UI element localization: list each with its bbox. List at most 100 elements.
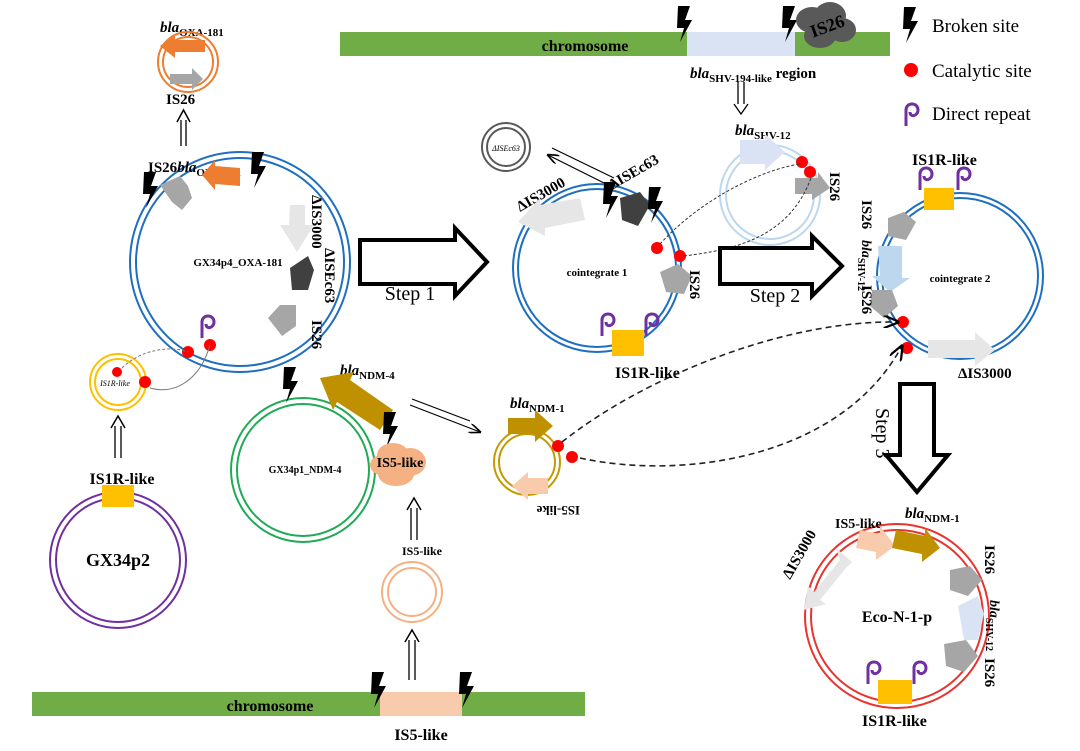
is5-like-cloud-label: IS5-like [377, 456, 424, 471]
direct-repeat-icon [200, 314, 216, 340]
catalytic-site-icon [796, 156, 808, 168]
is3000-gene-arrow [518, 198, 585, 236]
oxa181-gene-arrow [202, 160, 240, 190]
gx34p2-label: GX34p2 [86, 550, 150, 570]
is26-gene-arrow [160, 176, 192, 210]
cointegrate2-label: cointegrate 2 [930, 273, 991, 285]
cointegrate2-plasmid: cointegrate 2 IS1R-like IS26 blaSHV-12 I… [855, 152, 1044, 382]
is1r-like-circle: IS1R-like [89, 344, 211, 458]
step2-arrow: Step 2 [718, 231, 845, 307]
ndm1-gene-arrow [892, 528, 940, 562]
broken-site-icon [251, 152, 266, 188]
gx34p1-label: GX34p1_NDM-4 [269, 465, 342, 476]
catalytic-site-icon [897, 316, 909, 328]
catalytic-site-icon [904, 63, 918, 77]
is5-like-cloud-icon: IS5-like [370, 443, 426, 486]
is1r-like-box [878, 680, 912, 704]
up-arrow-icon [176, 108, 191, 123]
is3000-gene-arrow [928, 332, 995, 366]
is5-like-small-label: IS5-like [402, 544, 443, 558]
c2-is26-top-label: IS26 [858, 200, 874, 230]
up-arrow-icon [406, 496, 422, 511]
shv-is26-label: IS26 [826, 172, 842, 202]
step2-label: Step 2 [750, 285, 801, 307]
shv-region-box [687, 32, 795, 56]
is26-gene-arrow [268, 305, 296, 336]
is26-gene-arrow [888, 212, 916, 240]
catalytic-site-icon [651, 242, 663, 254]
c1-is1r-like-label: IS1R-like [615, 365, 680, 382]
ndm4-label: blaNDM-4 [340, 363, 395, 382]
gx34p4-plasmid: GX34p4_OXA-181 IS26blaOXA-181 ΔIS3000 ΔI… [129, 151, 351, 373]
step1-arrow: Step 1 [358, 222, 490, 305]
chromosome-label-bottom: chromosome [227, 698, 314, 715]
bottom-chromosome: chromosome IS5-like [32, 672, 585, 744]
is26-gene-arrow [170, 68, 203, 90]
ndm1-circle: blaNDM-1 IS5-like [493, 322, 902, 518]
c2-is3000-label: ΔIS3000 [958, 366, 1012, 382]
eco-is26-top-label: IS26 [981, 545, 997, 575]
gx34p1-plasmid: GX34p1_NDM-4 blaNDM-4 IS5-like [230, 363, 480, 543]
c2-is26-bottom-label: IS26 [858, 285, 874, 315]
chromosome-bar [340, 32, 890, 56]
broken-site-icon [903, 7, 918, 43]
top-chromosome: chromosome IS26 blaSHV-194-like region [340, 2, 890, 116]
is1r-like-label: IS1R-like [90, 471, 155, 488]
up-arrow-icon [404, 628, 420, 643]
c2-is1r-like-label: IS1R-like [912, 152, 977, 169]
eco-label: Eco-N-1-p [862, 609, 932, 626]
oxa181-gene-arrow [160, 34, 205, 58]
is5-like-circle: IS5-like [381, 544, 443, 680]
catalytic-site-icon [566, 451, 578, 463]
is3000-gene-arrow [280, 205, 314, 252]
direct-repeat-icon [904, 102, 920, 128]
eco-ndm1-label: blaNDM-1 [905, 506, 960, 525]
d-isec63-label: ΔISEc63 [321, 248, 337, 303]
is3000-gene-arrow [804, 548, 852, 610]
catalytic-site-icon [552, 440, 564, 452]
shv12-label: blaSHV-12 [735, 123, 791, 142]
step3-arrow: Step 3 [871, 382, 953, 496]
direct-repeat-icon [918, 166, 934, 192]
is1r-like-box [102, 485, 134, 507]
is5-like-gene-arrow [512, 472, 548, 500]
oxa181-label-top: blaOXA-181 [160, 20, 224, 39]
is1r-like-small-label: IS1R-like [99, 379, 130, 388]
eco-shv12-label: blaSHV-12 [983, 600, 1001, 651]
step1-label: Step 1 [385, 283, 436, 305]
is5-like-region-box [380, 692, 462, 716]
eco-is1r-like-label: IS1R-like [862, 713, 927, 730]
cointegrate1-plasmid: cointegrate 1 ΔIS3000 ΔISEc63 IS26 IS1R-… [512, 152, 702, 382]
is26-label-top: IS26 [166, 92, 196, 108]
cointegrate1-label: cointegrate 1 [567, 267, 628, 279]
is1r-like-box [924, 188, 954, 210]
isec63-gene-arrow [620, 192, 650, 226]
up-arrow-icon [110, 414, 126, 429]
legend-broken-site: Broken site [932, 16, 1019, 37]
legend: Broken site Catalytic site Direct repeat [903, 7, 1032, 128]
ndm1-label: blaNDM-1 [510, 396, 565, 415]
down-arrow-icon [733, 103, 749, 116]
shv12-gene-arrow [740, 134, 785, 170]
step3-label: Step 3 [871, 408, 893, 459]
isec63-circle: ΔISEc63 [481, 122, 615, 187]
is26-gene-arrow [944, 640, 978, 672]
isec63-gene-arrow [290, 256, 314, 290]
legend-direct-repeat: Direct repeat [932, 104, 1031, 125]
catalytic-site-icon [804, 166, 816, 178]
shv-region-label: blaSHV-194-like region [690, 66, 817, 85]
eco-is5-label: IS5-like [835, 517, 882, 532]
shv12-circle: blaSHV-12 IS26 [659, 123, 842, 257]
is26-cloud-icon: IS26 [796, 2, 856, 48]
isec63-circle-label: ΔISEc63 [491, 144, 520, 153]
c1-is26-label: IS26 [686, 270, 702, 300]
catalytic-site-icon [901, 342, 913, 354]
ndm1-gene-arrow [508, 410, 553, 442]
ndm4-gene-arrow [320, 372, 393, 430]
direct-repeat-icon [912, 660, 928, 686]
is26-gene-arrow [870, 290, 898, 318]
is26-rot-label: IS26 [308, 320, 324, 350]
is1r-like-box [612, 330, 644, 356]
d-is3000-label: ΔIS3000 [308, 195, 324, 249]
